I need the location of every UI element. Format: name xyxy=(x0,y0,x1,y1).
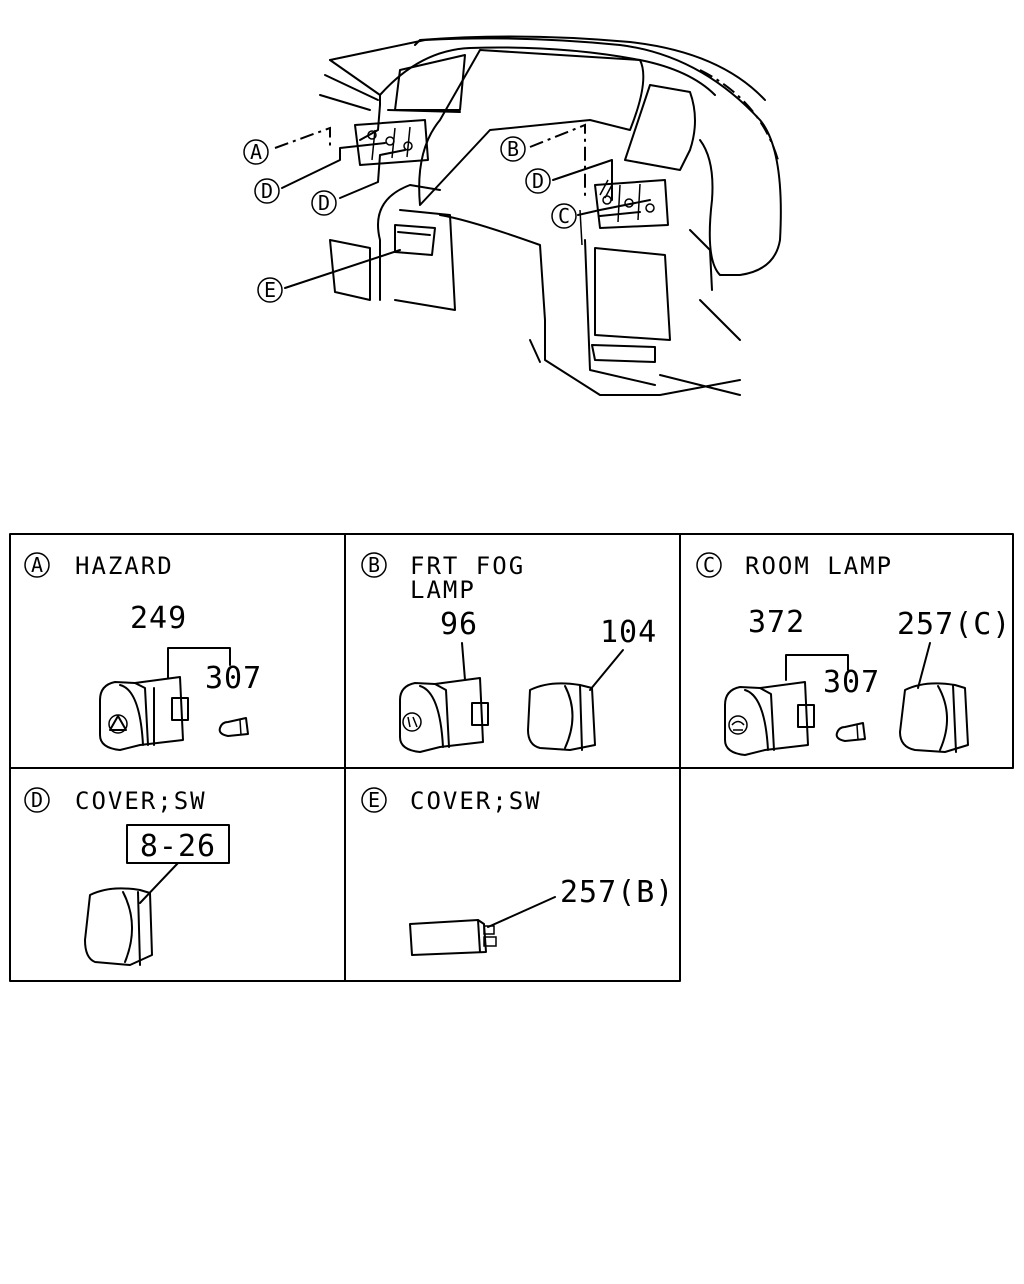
room-lamp-icon xyxy=(728,715,748,735)
overview-callout-C: C xyxy=(551,203,577,229)
bulb-drawing xyxy=(835,722,866,742)
overview-callout-D3: D xyxy=(525,168,551,194)
switch-cover-drawing xyxy=(84,887,153,966)
part-number-257B: 257(B) xyxy=(560,875,674,910)
panel-letter-circle xyxy=(696,552,722,578)
panel-cover-sw-d: D COVER;SW 8-26 xyxy=(24,787,230,966)
fog-lamp-icon xyxy=(402,712,422,732)
hazard-triangle-icon xyxy=(109,715,127,731)
part-number-249: 249 xyxy=(130,601,187,636)
panel-room-lamp: C ROOM LAMP 372 307 257(C) xyxy=(696,552,1011,756)
callout-letter: B xyxy=(507,137,519,161)
part-number-96: 96 xyxy=(440,607,478,642)
part-number-104: 104 xyxy=(600,615,657,650)
panel-title: COVER;SW xyxy=(75,787,207,815)
hazard-switch-drawing xyxy=(99,676,189,751)
panel-letter-circle xyxy=(24,552,50,578)
panel-letter: B xyxy=(368,553,380,577)
switch-cover-104-drawing xyxy=(527,682,596,751)
callout-letter: A xyxy=(250,140,262,164)
callout-letter: D xyxy=(318,191,330,215)
callout-letter: D xyxy=(532,169,544,193)
overview-callout-D1: D xyxy=(254,178,280,204)
panel-letter-circle xyxy=(361,552,387,578)
callout-letter: D xyxy=(261,179,273,203)
reference-page-label: 8-26 xyxy=(140,829,216,864)
panel-letter: E xyxy=(368,788,380,812)
part-number-307: 307 xyxy=(823,665,880,700)
panel-letter-circle xyxy=(24,787,50,813)
dashboard-overview-drawing xyxy=(274,35,782,396)
panel-cover-sw-e: E COVER;SW 257(B) xyxy=(361,787,674,956)
bulb-drawing xyxy=(218,717,249,737)
detail-grid xyxy=(9,533,1014,982)
panel-title-line1: FRT FOG xyxy=(410,552,525,580)
panel-letter: D xyxy=(31,788,43,812)
panel-letter: A xyxy=(31,553,43,577)
callout-letter: C xyxy=(558,204,570,228)
fog-switch-drawing xyxy=(399,677,489,753)
overview-callout-E: E xyxy=(257,277,283,303)
panel-title: ROOM LAMP xyxy=(745,552,893,580)
part-number-372: 372 xyxy=(748,605,805,640)
overview-callout-B: B xyxy=(500,136,526,162)
panel-letter-circle xyxy=(361,787,387,813)
part-number-257C: 257(C) xyxy=(897,607,1011,642)
switch-cover-257C-drawing xyxy=(899,682,969,753)
blank-cover-drawing xyxy=(409,919,497,956)
panel-title: COVER;SW xyxy=(410,787,542,815)
room-lamp-switch-drawing xyxy=(724,681,815,756)
part-number-307: 307 xyxy=(205,661,262,696)
panel-frt-fog-lamp: B FRT FOG LAMP 96 104 xyxy=(361,552,657,753)
panel-letter: C xyxy=(703,553,715,577)
panel-title: HAZARD xyxy=(75,552,174,580)
panel-hazard: A HAZARD 249 307 xyxy=(24,552,262,751)
overview-callout-D2: D xyxy=(311,190,337,216)
panel-title-line2: LAMP xyxy=(410,576,476,604)
overview-callout-A: A xyxy=(243,139,269,165)
callout-letter: E xyxy=(264,278,276,302)
